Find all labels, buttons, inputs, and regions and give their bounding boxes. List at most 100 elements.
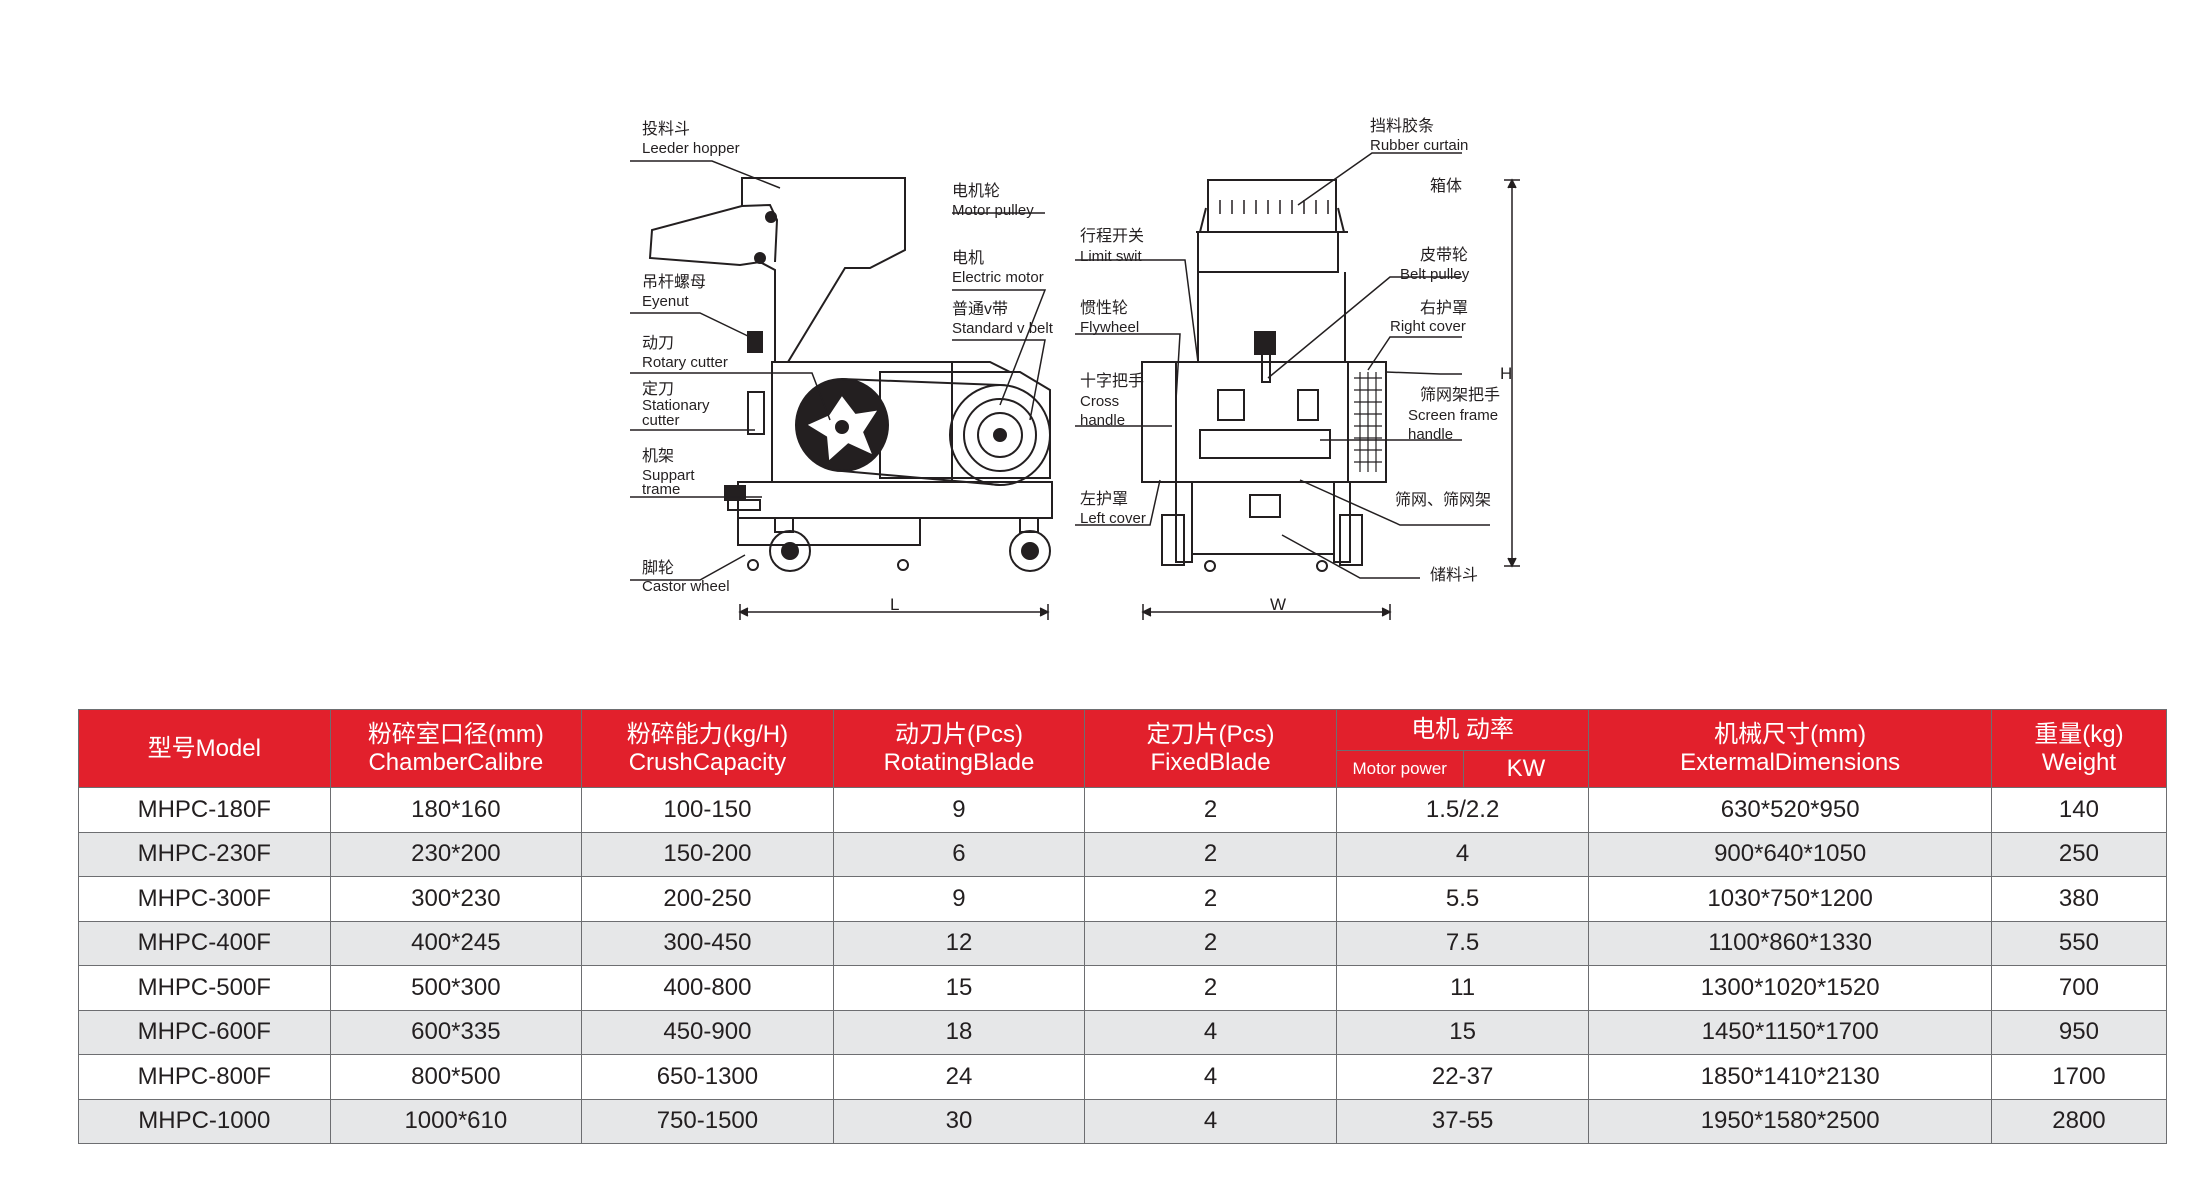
front-labels: 行程开关 Limit swit 惯性轮 Flywheel 十字把手 Cross … xyxy=(1080,117,1512,614)
header-motor: 电机 动率 xyxy=(1335,709,1590,751)
label-frame-en: Suppart xyxy=(642,467,695,484)
table-cell: 24 xyxy=(832,1054,1086,1100)
label-limit-en: Limit swit xyxy=(1080,248,1143,265)
table-cell: 1.5/2.2 xyxy=(1335,787,1590,833)
table-cell: 2 xyxy=(1084,920,1337,966)
label-beltpulley-en: Belt pulley xyxy=(1400,266,1470,283)
table-cell: 900*640*1050 xyxy=(1588,831,1992,877)
header-model: 型号Model xyxy=(78,709,331,788)
table-cell: 150-200 xyxy=(581,831,834,877)
label-frame-cn: 机架 xyxy=(642,447,674,465)
header-capacity: 粉碎能力(kg/H)CrushCapacity xyxy=(581,709,834,788)
table-cell: MHPC-300F xyxy=(78,876,331,922)
table-cell: 2 xyxy=(1084,876,1337,922)
label-rightcover-en: Right cover xyxy=(1390,318,1466,335)
table-cell: 100-150 xyxy=(581,787,834,833)
table-cell: 750-1500 xyxy=(581,1098,834,1144)
eyenut xyxy=(747,331,763,353)
label-curtain-en: Rubber curtain xyxy=(1370,137,1468,154)
cabinet xyxy=(1141,361,1349,483)
table-cell: MHPC-500F xyxy=(78,965,331,1011)
table-cell: 1700 xyxy=(1990,1054,2168,1100)
header-motor-power: Motor power xyxy=(1335,750,1464,788)
table-cell: 7.5 xyxy=(1335,920,1590,966)
table-cell: 12 xyxy=(832,920,1086,966)
label-flywheel-en: Flywheel xyxy=(1080,319,1139,336)
table-cell: 1000*610 xyxy=(329,1098,583,1144)
table-cell: 950 xyxy=(1990,1009,2168,1055)
table-cell: 1950*1580*2500 xyxy=(1588,1098,1992,1144)
table-cell: 200-250 xyxy=(581,876,834,922)
table-cell: 550 xyxy=(1990,920,2168,966)
label-box-cn: 箱体 xyxy=(1430,177,1462,195)
table-cell: 450-900 xyxy=(581,1009,834,1055)
table-cell: 9 xyxy=(832,876,1086,922)
label-cross-en: Cross xyxy=(1080,393,1119,410)
label-cross-en2: handle xyxy=(1080,412,1125,429)
side-view xyxy=(630,160,1053,620)
label-storage-cn: 储料斗 xyxy=(1430,566,1478,584)
table-cell: 700 xyxy=(1990,965,2168,1011)
table-cell: 1030*750*1200 xyxy=(1588,876,1992,922)
table-cell: 300-450 xyxy=(581,920,834,966)
table-cell: MHPC-230F xyxy=(78,831,331,877)
label-vbelt-cn: 普通v带 xyxy=(952,300,1008,318)
label-rotary-en: Rotary cutter xyxy=(642,354,728,371)
table-cell: 250 xyxy=(1990,831,2168,877)
label-castor-cn: 脚轮 xyxy=(642,559,674,577)
table-cell: 1300*1020*1520 xyxy=(1588,965,1992,1011)
label-motor-cn: 电机 xyxy=(952,249,984,267)
spec-table: 型号Model 粉碎室口径(mm)ChamberCalibre 粉碎能力(kg/… xyxy=(78,709,2168,1144)
table-cell: 1100*860*1330 xyxy=(1588,920,1992,966)
label-motor-pulley-en: Motor pulley xyxy=(952,202,1034,219)
table-cell: 22-37 xyxy=(1335,1054,1590,1100)
table-cell: MHPC-180F xyxy=(78,787,331,833)
table-cell: 800*500 xyxy=(329,1054,583,1100)
label-leftcover-cn: 左护罩 xyxy=(1080,490,1128,508)
dimension-l: L xyxy=(890,595,899,614)
label-vbelt-en: Standard v belt xyxy=(952,320,1054,337)
table-cell: 4 xyxy=(1084,1098,1337,1144)
header-weight: 重量(kg)Weight xyxy=(1990,709,2168,788)
label-motor-pulley-cn: 电机轮 xyxy=(952,182,1000,200)
table-cell: 230*200 xyxy=(329,831,583,877)
table-cell: 1450*1150*1700 xyxy=(1588,1009,1992,1055)
side-labels: 投料斗 Leeder hopper 吊杆螺母 Eyenut 动刀 Rotary … xyxy=(642,120,1054,614)
header-chamber: 粉碎室口径(mm)ChamberCalibre xyxy=(329,709,583,788)
support-frame xyxy=(737,481,1053,519)
label-eyenut-en: Eyenut xyxy=(642,293,690,310)
table-cell: MHPC-400F xyxy=(78,920,331,966)
label-rotary-cn: 动刀 xyxy=(642,334,674,352)
table-cell: 400*245 xyxy=(329,920,583,966)
rubber-curtain-box xyxy=(1207,179,1337,233)
label-eyenut-cn: 吊杆螺母 xyxy=(642,273,706,291)
table-cell: 37-55 xyxy=(1335,1098,1590,1144)
label-curtain-cn: 挡料胶条 xyxy=(1370,117,1434,135)
label-beltpulley-cn: 皮带轮 xyxy=(1420,246,1468,264)
table-cell: 380 xyxy=(1990,876,2168,922)
table-cell: 15 xyxy=(832,965,1086,1011)
dimension-w: W xyxy=(1270,595,1286,614)
table-cell: 180*160 xyxy=(329,787,583,833)
label-screenhandle-cn: 筛网架把手 xyxy=(1420,385,1500,404)
table-cell: 4 xyxy=(1335,831,1590,877)
table-cell: 30 xyxy=(832,1098,1086,1144)
table-cell: MHPC-800F xyxy=(78,1054,331,1100)
label-screenhandle-en2: handle xyxy=(1408,426,1453,443)
label-castor-en: Castor wheel xyxy=(642,578,730,595)
label-screen-cn: 筛网、筛网架 xyxy=(1395,490,1491,509)
table-cell: 1850*1410*2130 xyxy=(1588,1054,1992,1100)
table-cell: 600*335 xyxy=(329,1009,583,1055)
header-fixed-blade: 定刀片(Pcs)FixedBlade xyxy=(1084,709,1337,788)
table-cell: 6 xyxy=(832,831,1086,877)
table-cell: MHPC-600F xyxy=(78,1009,331,1055)
label-hopper-cn: 投料斗 xyxy=(642,120,690,138)
header-rotating-blade: 动刀片(Pcs)RotatingBlade xyxy=(832,709,1086,788)
label-flywheel-cn: 惯性轮 xyxy=(1080,299,1128,317)
castor-wheel xyxy=(769,530,811,572)
label-screenhandle-en: Screen frame xyxy=(1408,407,1498,424)
table-cell: 2 xyxy=(1084,965,1337,1011)
